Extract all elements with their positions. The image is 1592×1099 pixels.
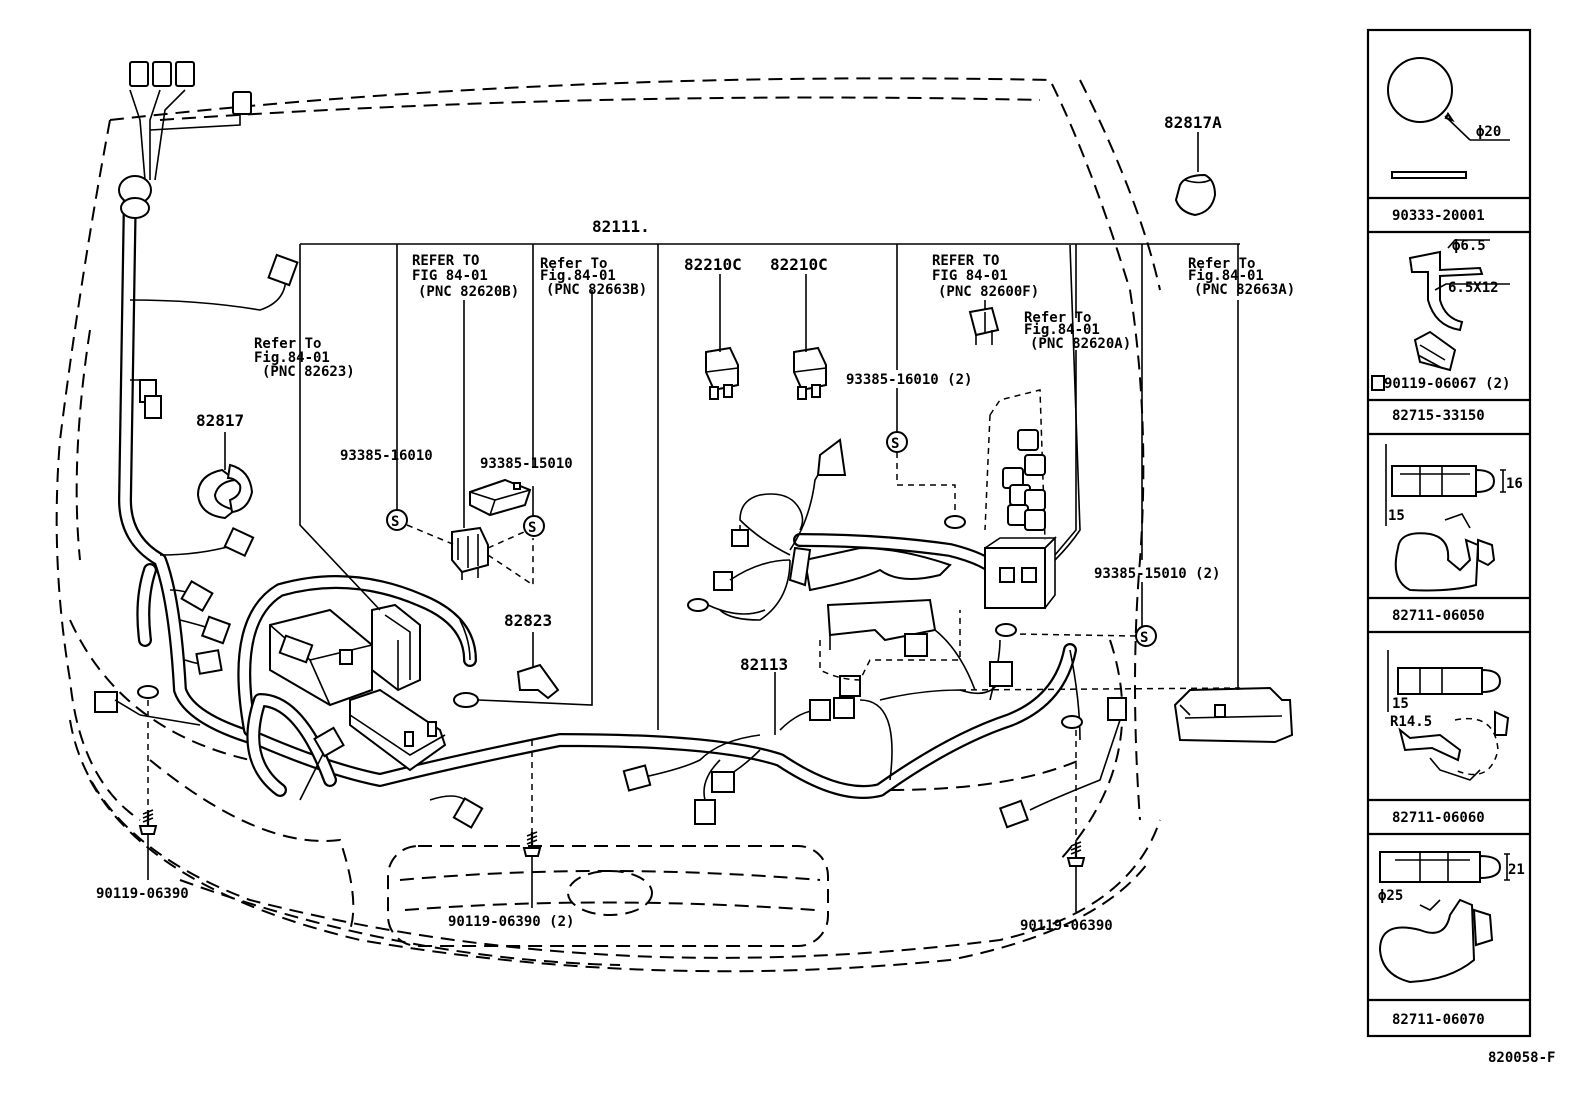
svg-text:S: S [891, 436, 899, 452]
label-93385-16010-2: 93385-16010 (2) [846, 372, 972, 388]
panel-cell-90333-20001: ϕ20 90333-20001 [1387, 57, 1510, 224]
engine-room-harness [687, 244, 1294, 744]
svg-text:ϕ20: ϕ20 [1476, 124, 1501, 140]
part-labels: 82111. 82817A 82817 82823 82113 82210C 8… [96, 113, 1555, 1066]
svg-text:ϕ25: ϕ25 [1378, 888, 1403, 904]
part-82711-06060: 82711-06060 [1392, 810, 1485, 826]
label-82817: 82817 [196, 411, 244, 430]
label-82210c-a: 82210C [684, 255, 742, 274]
part-82715-33150: 82715-33150 [1392, 408, 1485, 424]
panel-cell-82711-06050: 16 15 82711-06050 [1385, 444, 1523, 624]
label-93385-15010: 93385-15010 [480, 456, 573, 472]
drawing-number: 820058-F [1488, 1050, 1555, 1066]
panel-cell-82711-06070: 21 ϕ25 82711-06070 [1378, 851, 1525, 1028]
svg-text:15: 15 [1388, 508, 1405, 524]
battery-area [196, 173, 1217, 772]
svg-text:Fig.84-01: Fig.84-01 [1024, 322, 1100, 338]
parts-side-panel: ϕ20 90333-20001 ϕ6.5 6.5X12 90119-06067 … [1366, 28, 1532, 1038]
svg-text:Fig.84-01: Fig.84-01 [254, 350, 330, 366]
part-82711-06070: 82711-06070 [1392, 1012, 1485, 1028]
panel-cell-82715-33150: ϕ6.5 6.5X12 90119-06067 (2) 82715-33150 [1371, 238, 1510, 424]
ref-82600f: REFER TO FIG 84-01 (PNC 82600F) [932, 253, 1039, 300]
svg-text:16: 16 [1506, 476, 1523, 492]
label-82817a: 82817A [1164, 113, 1222, 132]
bolts [138, 715, 1086, 867]
svg-text:S: S [528, 520, 536, 536]
harness-branches-right [299, 639, 1127, 829]
svg-text:21: 21 [1508, 862, 1525, 878]
label-82823: 82823 [504, 611, 552, 630]
ref-82663b: Refer To Fig.84-01 (PNC 82663B) [540, 256, 647, 298]
svg-text:6.5X12: 6.5X12 [1448, 280, 1499, 296]
svg-text:Refer To: Refer To [540, 256, 607, 272]
svg-text:(PNC 82620B): (PNC 82620B) [418, 284, 519, 300]
label-82210c-b: 82210C [770, 255, 828, 274]
svg-text:(PNC 82663B): (PNC 82663B) [546, 282, 647, 298]
ref-82620a: Refer To Fig.84-01 (PNC 82620A) [1024, 310, 1131, 352]
svg-text:ϕ6.5: ϕ6.5 [1452, 238, 1486, 254]
svg-text:90119-06067 (2): 90119-06067 (2) [1384, 376, 1510, 392]
svg-text:Fig.84-01: Fig.84-01 [1188, 268, 1264, 284]
svg-text:(PNC 82623): (PNC 82623) [262, 364, 355, 380]
svg-text:Fig.84-01: Fig.84-01 [540, 268, 616, 284]
panel-cell-82711-06060: 15 R14.5 82711-06060 [1387, 650, 1510, 826]
part-90333-20001: 90333-20001 [1392, 208, 1485, 224]
svg-text:Refer To: Refer To [254, 336, 321, 352]
ref-82620b: REFER TO FIG 84-01 (PNC 82620B) [412, 253, 519, 300]
main-harness [118, 183, 1077, 799]
svg-text:(PNC 82663A): (PNC 82663A) [1194, 282, 1295, 298]
label-bolt-center: 90119-06390 (2) [448, 914, 574, 930]
svg-text:FIG 84-01: FIG 84-01 [932, 268, 1008, 284]
part-82711-06050: 82711-06050 [1392, 608, 1485, 624]
svg-text:S: S [391, 514, 399, 530]
ref-82623: Refer To Fig.84-01 (PNC 82623) [254, 336, 355, 380]
leader-lines [147, 132, 1241, 912]
ref-82663a: Refer To Fig.84-01 (PNC 82663A) [1188, 256, 1295, 298]
svg-text:Refer To: Refer To [1024, 310, 1091, 326]
svg-text:REFER TO: REFER TO [412, 253, 479, 269]
svg-text:S: S [1140, 630, 1148, 646]
label-82113: 82113 [740, 655, 788, 674]
svg-text:FIG 84-01: FIG 84-01 [412, 268, 488, 284]
relay-82210c [705, 306, 1000, 400]
label-bolt-left: 90119-06390 [96, 886, 189, 902]
label-82111: 82111. [592, 217, 650, 236]
svg-text:15: 15 [1392, 696, 1409, 712]
svg-text:REFER TO: REFER TO [932, 253, 999, 269]
svg-text:(PNC 82600F): (PNC 82600F) [938, 284, 1039, 300]
label-93385-15010-2: 93385-15010 (2) [1094, 566, 1220, 582]
harness-branches [94, 61, 299, 726]
vehicle-body-outline [55, 77, 1161, 973]
svg-text:(PNC 82620A): (PNC 82620A) [1030, 336, 1131, 352]
svg-text:Refer To: Refer To [1188, 256, 1255, 272]
svg-text:R14.5: R14.5 [1390, 714, 1432, 730]
label-93385-16010: 93385-16010 [340, 448, 433, 464]
label-bolt-right: 90119-06390 [1020, 918, 1113, 934]
reference-notes: Refer To Fig.84-01 (PNC 82623) REFER TO … [254, 253, 1295, 380]
